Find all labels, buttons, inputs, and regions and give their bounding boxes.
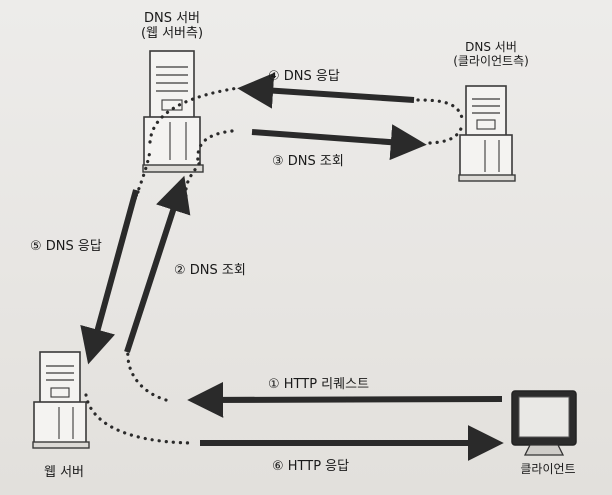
web-server-label: 웹 서버 (43, 465, 84, 480)
step-4-label: ④ DNS 응답 (268, 69, 340, 84)
arrow-dns-response-4 (237, 72, 415, 109)
step-5-label: ⑤ DNS 응답 (30, 239, 102, 254)
dns-server-client-label-line2: (클라이언트측) (453, 53, 529, 68)
step-2-label: ② DNS 조회 (174, 263, 246, 278)
dns-server-client-icon (458, 85, 516, 182)
step-6-label: ⑥ HTTP 응답 (272, 459, 350, 474)
dns-server-web-icon (142, 50, 204, 173)
client-label: 클라이언트 (520, 462, 576, 476)
web-server-icon (32, 351, 90, 449)
step-1-label: ① HTTP 리퀘스트 (268, 377, 370, 392)
client-monitor-icon (511, 390, 577, 456)
arrow-dns-response-5 (80, 189, 139, 365)
dns-server-web-label-line1: DNS 서버 (143, 11, 201, 26)
dns-server-web-label-line2: (웹 서버측) (140, 25, 204, 41)
dotted-paths (84, 86, 464, 445)
arrows (80, 72, 504, 461)
step-3-label: ③ DNS 조회 (272, 154, 344, 169)
dns-server-client-label: DNS 서버 (클라이언트측) (436, 40, 546, 69)
arrow-http-request-1 (187, 381, 503, 418)
dns-server-client-label-line1: DNS 서버 (465, 40, 517, 54)
arrow-dns-query-2 (124, 175, 191, 353)
arrow-dns-query-3 (251, 124, 427, 161)
dns-server-web-label: DNS 서버 (웹 서버측) (130, 11, 214, 42)
